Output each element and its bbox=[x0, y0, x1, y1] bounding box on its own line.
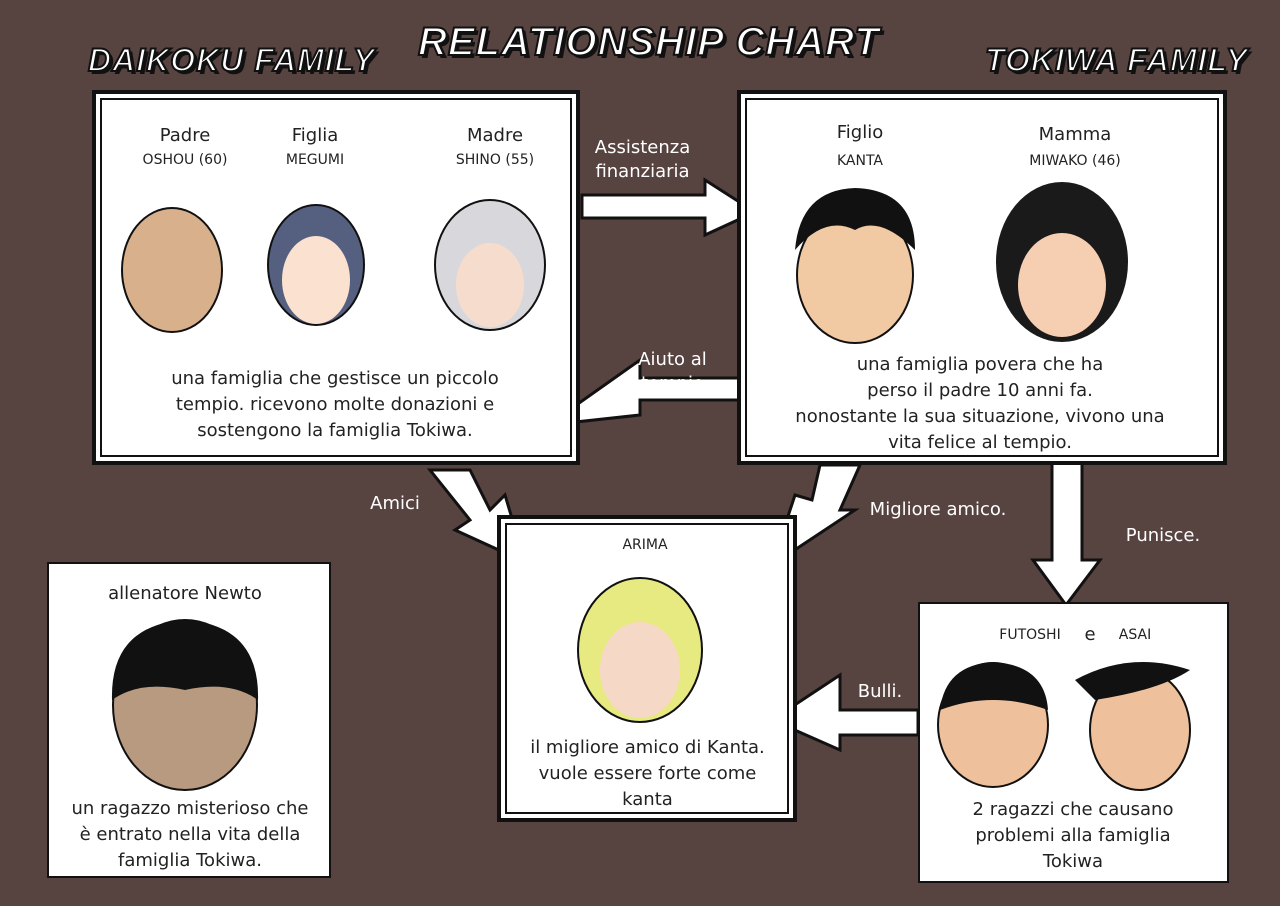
desc-line: è entrato nella vita della bbox=[79, 824, 301, 845]
role-figlia: Figlia bbox=[291, 125, 339, 146]
desc-line: vita felice al tempio. bbox=[888, 432, 1072, 453]
desc-line: tempio. ricevono molte donazioni e bbox=[175, 394, 495, 415]
label-punishes: Punisce. bbox=[1125, 525, 1201, 546]
newto-description: un ragazzo misterioso che è entrato nell… bbox=[50, 796, 330, 874]
role-padre: Padre bbox=[159, 125, 211, 146]
desc-line: il migliore amico di Kanta. bbox=[530, 737, 765, 758]
desc-line: Tokiwa bbox=[1042, 851, 1104, 872]
arima-description: il migliore amico di Kanta. vuole essere… bbox=[500, 735, 795, 813]
tokiwa-description: una famiglia povera che ha perso il padr… bbox=[745, 352, 1215, 456]
daikoku-description: una famiglia che gestisce un piccolo tem… bbox=[100, 366, 570, 444]
arrow-financial bbox=[580, 177, 759, 238]
chart-title: RELATIONSHIP CHART bbox=[417, 19, 880, 65]
desc-line: vuole essere forte come bbox=[538, 763, 757, 784]
label-line: Assistenza bbox=[594, 137, 691, 158]
desc-line: perso il padre 10 anni fa. bbox=[867, 380, 1093, 401]
desc-line: problemi alla famiglia bbox=[975, 825, 1171, 846]
tokiwa-heading: TOKIWA FAMILY bbox=[984, 41, 1249, 79]
label-financial: Assistenza finanziaria bbox=[580, 136, 705, 184]
bullies-description: 2 ragazzi che causano problemi alla fami… bbox=[922, 797, 1224, 875]
name-kanta: KANTA bbox=[836, 153, 884, 169]
name-asai: ASAI bbox=[1118, 627, 1152, 643]
portrait-oshou bbox=[121, 207, 223, 333]
desc-line: una famiglia che gestisce un piccolo bbox=[171, 368, 499, 389]
desc-line: 2 ragazzi che causano bbox=[972, 799, 1174, 820]
name-newto: allenatore Newto bbox=[108, 583, 262, 604]
label-best-friend: Migliore amico. bbox=[869, 499, 1007, 520]
name-shino: SHINO (55) bbox=[455, 152, 535, 168]
name-futoshi: FUTOSHI bbox=[999, 627, 1061, 643]
label-line: finanziaria bbox=[595, 161, 690, 182]
desc-line: kanta bbox=[622, 789, 673, 810]
role-mamma: Mamma bbox=[1038, 124, 1112, 145]
desc-line: famiglia Tokiwa. bbox=[118, 850, 262, 871]
label-friends: Amici bbox=[370, 493, 420, 514]
arrow-punishes bbox=[1030, 460, 1104, 608]
daikoku-heading: DAIKOKU FAMILY bbox=[87, 41, 376, 79]
and-label: e bbox=[1084, 624, 1096, 645]
name-arima: ARIMA bbox=[622, 537, 668, 553]
desc-line: un ragazzo misterioso che bbox=[71, 798, 309, 819]
name-miwako: MIWAKO (46) bbox=[1029, 153, 1121, 169]
desc-line: una famiglia povera che ha bbox=[856, 354, 1104, 375]
label-line: tempio bbox=[640, 373, 705, 394]
name-megumi: MEGUMI bbox=[285, 152, 345, 168]
role-madre: Madre bbox=[466, 125, 524, 146]
name-oshou: OSHOU (60) bbox=[142, 152, 228, 168]
arrow-bullies bbox=[768, 672, 920, 753]
label-temple-help: Aiuto al tempio bbox=[620, 348, 725, 396]
arrow-temple-help bbox=[542, 357, 742, 428]
role-figlio: Figlio bbox=[836, 122, 884, 143]
desc-line: nonostante la sua situazione, vivono una bbox=[795, 406, 1165, 427]
label-line: Aiuto al bbox=[638, 349, 707, 370]
desc-line: sostengono la famiglia Tokiwa. bbox=[197, 420, 473, 441]
label-bullies: Bulli. bbox=[857, 681, 903, 702]
